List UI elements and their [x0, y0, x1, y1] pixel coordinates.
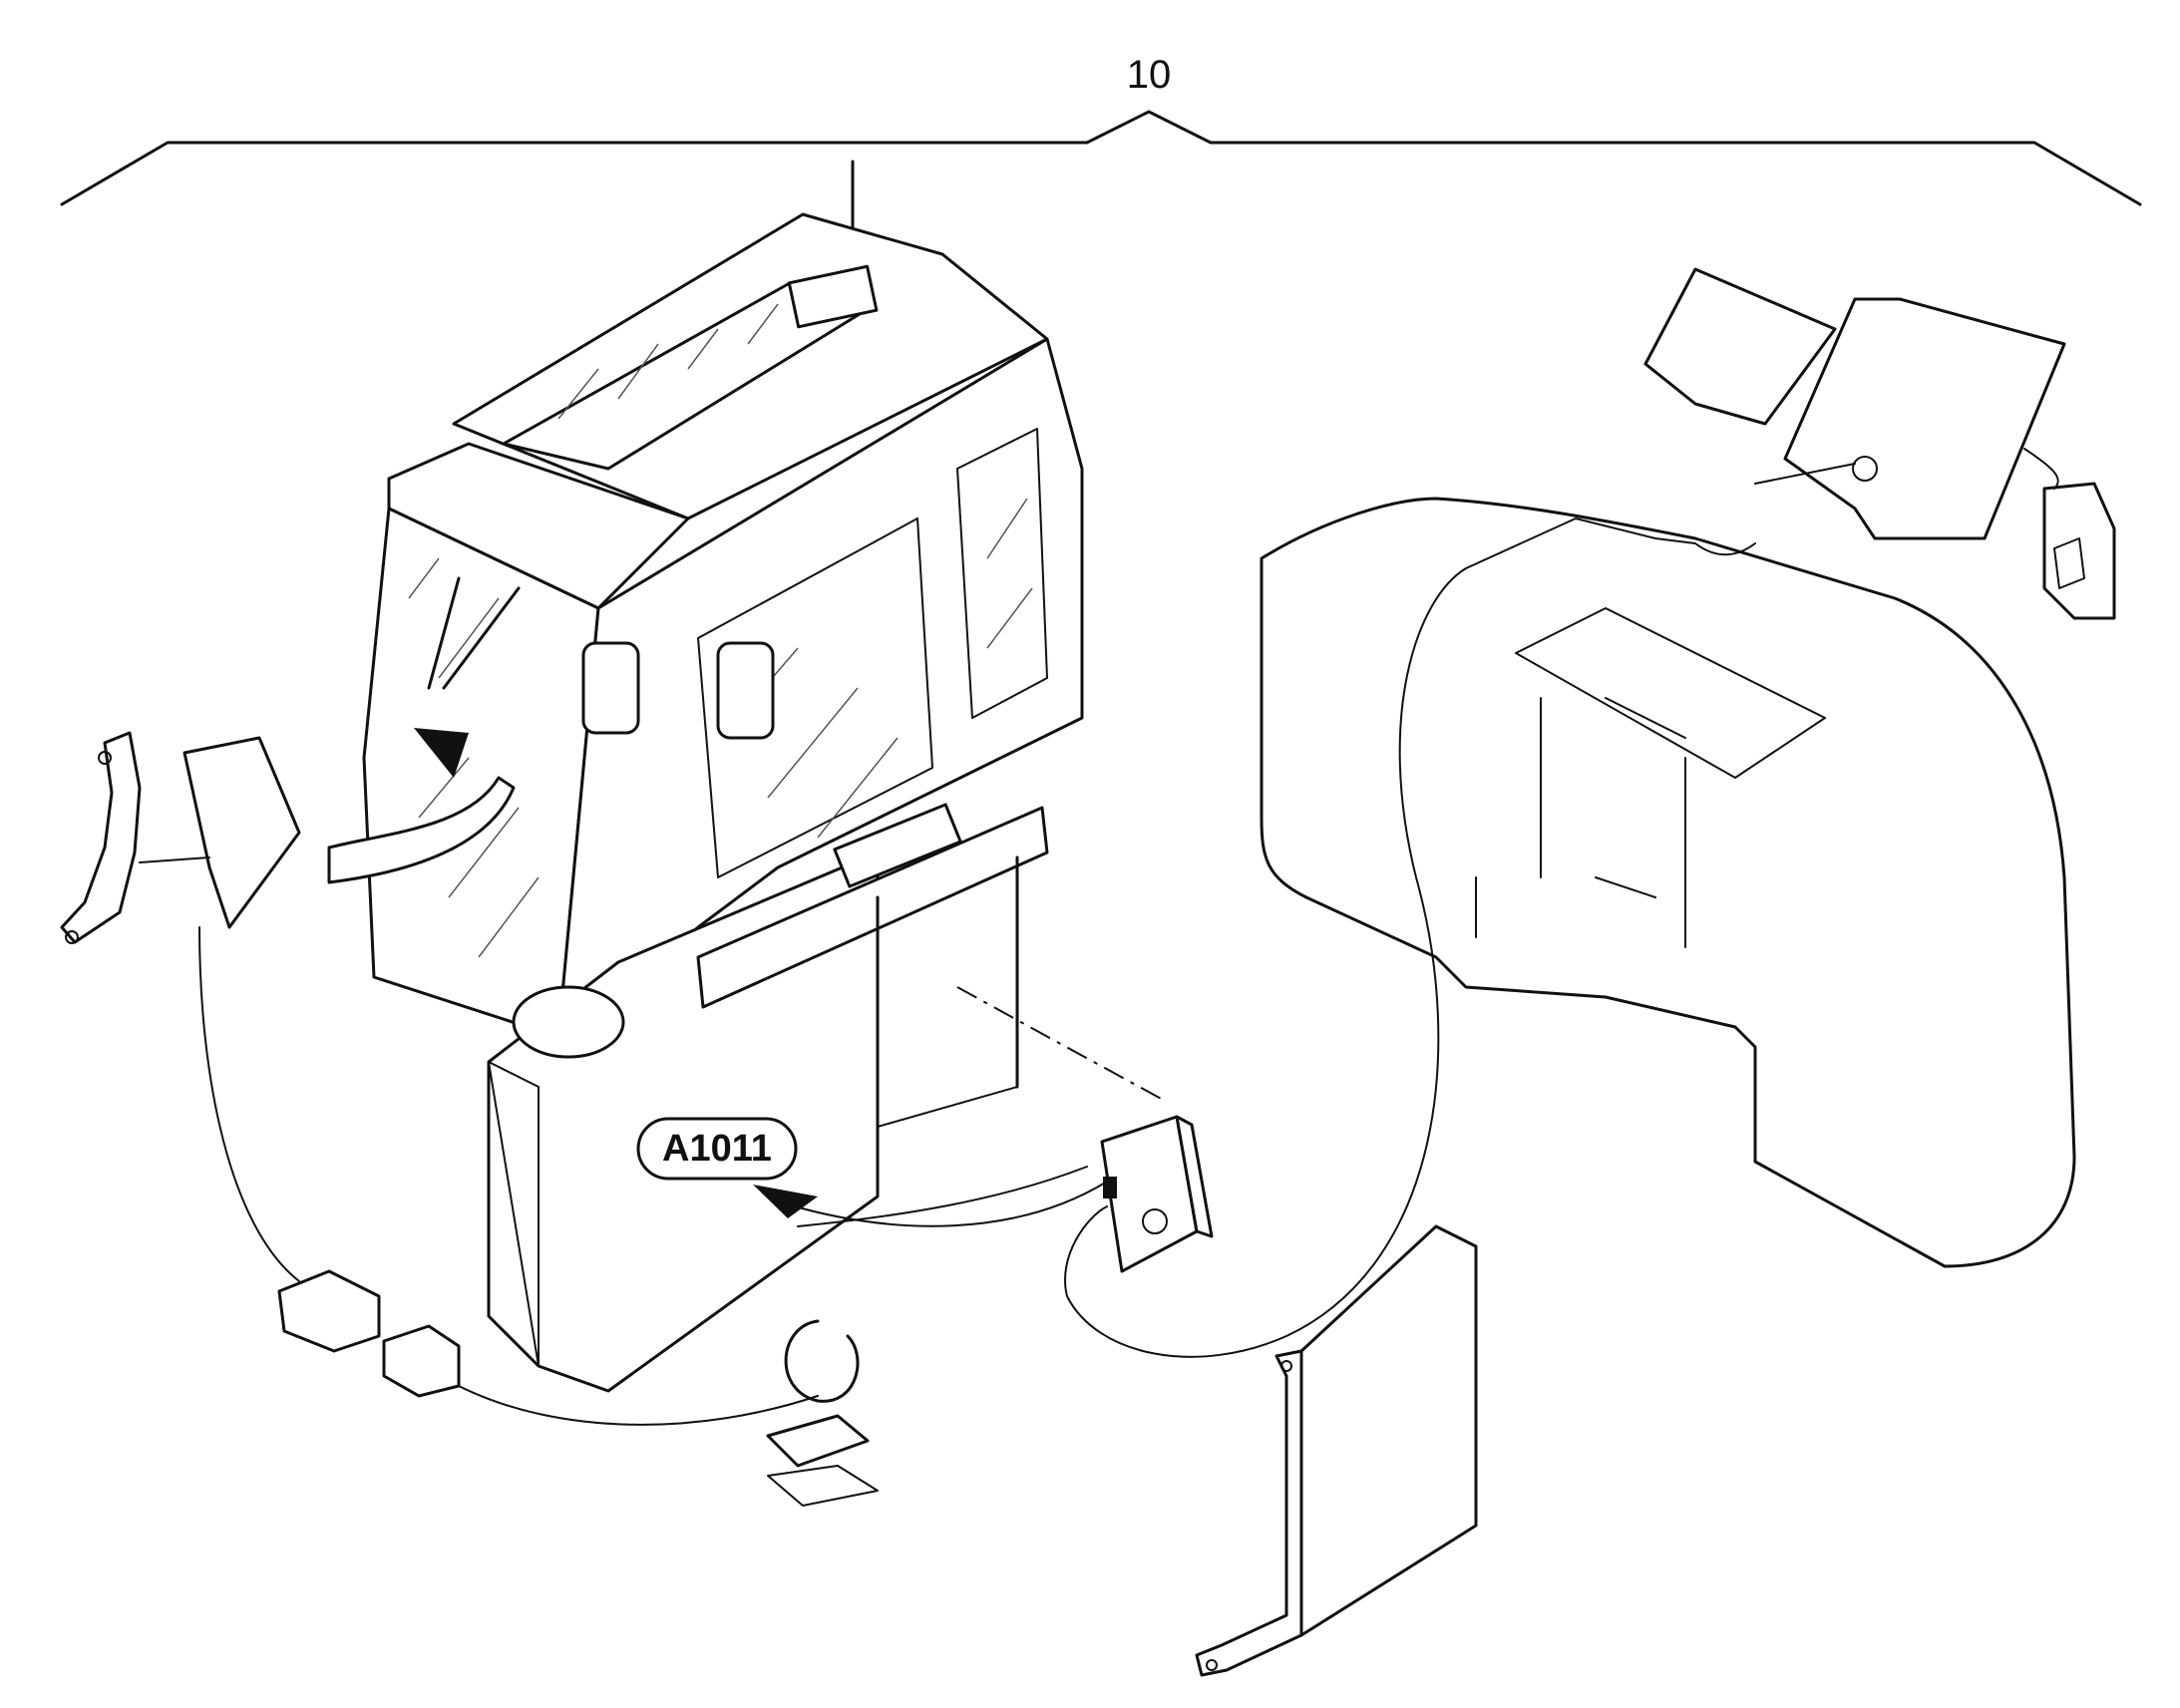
- bracket-icon: [60, 731, 301, 1282]
- counterweight-icon: [1064, 497, 2076, 1358]
- plate-icon: [1195, 1224, 1478, 1677]
- connector-icon: [277, 1269, 819, 1426]
- antenna-icon: [1643, 267, 2116, 620]
- module-icon: [1100, 1115, 1214, 1273]
- cab-icon: [327, 160, 1084, 1393]
- leader-dashed: [956, 986, 1168, 1103]
- callout-label: A1011: [662, 1128, 772, 1170]
- assembly-brace: [60, 110, 2142, 206]
- callout: A1011: [636, 1117, 1108, 1227]
- assembly-number: 10: [1127, 53, 1172, 97]
- clamp-icon: [766, 1166, 1088, 1507]
